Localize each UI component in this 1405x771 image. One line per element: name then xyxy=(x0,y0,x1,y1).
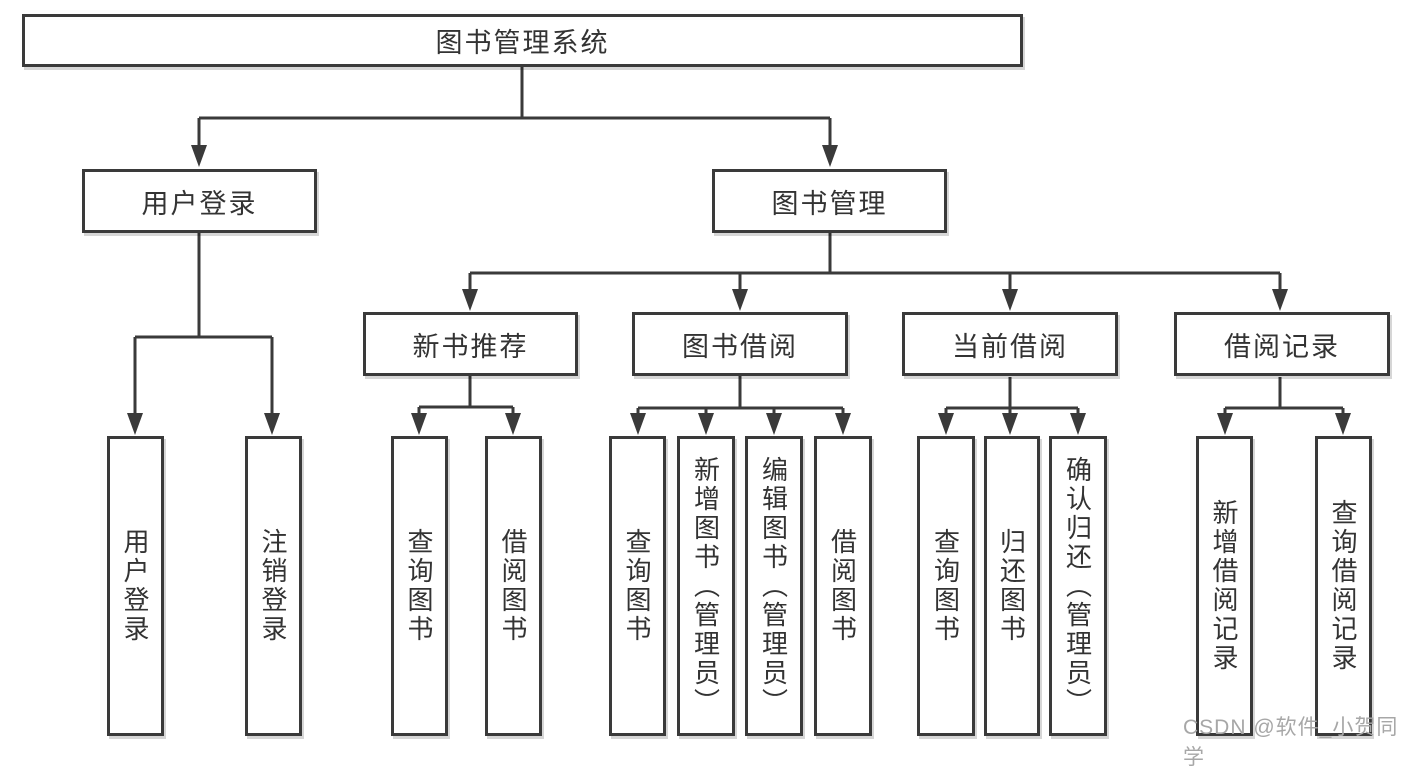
leaf-add-borrow-record: 新增借阅记录 xyxy=(1196,436,1253,736)
node-label: 注销登录 xyxy=(258,528,288,644)
node-label: 图书管理 xyxy=(771,188,888,219)
node-current-borrow: 当前借阅 xyxy=(902,312,1118,376)
node-label: 确认归还（管理员） xyxy=(1062,455,1093,717)
node-book-borrow: 图书借阅 xyxy=(632,312,848,376)
csdn-watermark: CSDN @软件_小贺同学 xyxy=(1183,716,1399,769)
node-label: 用户登录 xyxy=(141,188,258,219)
node-root-library-system: 图书管理系统 xyxy=(22,14,1023,67)
leaf-recommend-borrow-books: 借阅图书 xyxy=(485,436,542,736)
leaf-logout: 注销登录 xyxy=(245,436,302,736)
leaf-return-books: 归还图书 xyxy=(984,436,1040,736)
leaf-edit-books-admin: 编辑图书（管理员） xyxy=(745,436,803,736)
leaf-user-login: 用户登录 xyxy=(107,436,164,736)
node-label: 新书推荐 xyxy=(412,331,529,362)
connector-path xyxy=(133,66,1345,415)
leaf-confirm-return-admin: 确认归还（管理员） xyxy=(1049,436,1107,736)
arrowheads xyxy=(127,145,1351,435)
node-user-login: 用户登录 xyxy=(82,169,317,233)
node-label: 查询图书 xyxy=(622,528,652,644)
node-label: 新增图书（管理员） xyxy=(690,455,721,717)
node-label: 新增借阅记录 xyxy=(1209,499,1239,673)
node-new-book-recommend: 新书推荐 xyxy=(363,312,578,376)
node-label: 图书管理系统 xyxy=(435,28,610,58)
node-label: 图书借阅 xyxy=(682,331,798,362)
leaf-recommend-query-books: 查询图书 xyxy=(391,436,448,736)
node-label: 借阅图书 xyxy=(498,528,528,644)
node-label: 查询借阅记录 xyxy=(1328,499,1358,673)
node-borrow-records: 借阅记录 xyxy=(1174,312,1390,376)
diagram-canvas: 图书管理系统 用户登录 图书管理 新书推荐 图书借阅 当前借阅 借阅记录 用户登… xyxy=(22,14,1398,769)
leaf-borrow-query-books: 查询图书 xyxy=(609,436,666,736)
leaf-borrow-books: 借阅图书 xyxy=(814,436,872,736)
node-book-management: 图书管理 xyxy=(712,169,947,233)
node-label: 查询图书 xyxy=(404,528,434,644)
leaf-current-query-books: 查询图书 xyxy=(917,436,975,736)
node-label: 用户登录 xyxy=(120,528,150,644)
node-label: 查询图书 xyxy=(930,528,961,644)
node-label: 借阅图书 xyxy=(827,528,858,644)
node-label: 编辑图书（管理员） xyxy=(758,455,789,717)
node-label: 借阅记录 xyxy=(1224,331,1340,362)
leaf-query-borrow-record: 查询借阅记录 xyxy=(1315,436,1372,736)
node-label: 归还图书 xyxy=(996,528,1027,644)
connector-lines xyxy=(127,66,1351,435)
node-label: 当前借阅 xyxy=(952,331,1068,362)
leaf-add-books-admin: 新增图书（管理员） xyxy=(677,436,735,736)
